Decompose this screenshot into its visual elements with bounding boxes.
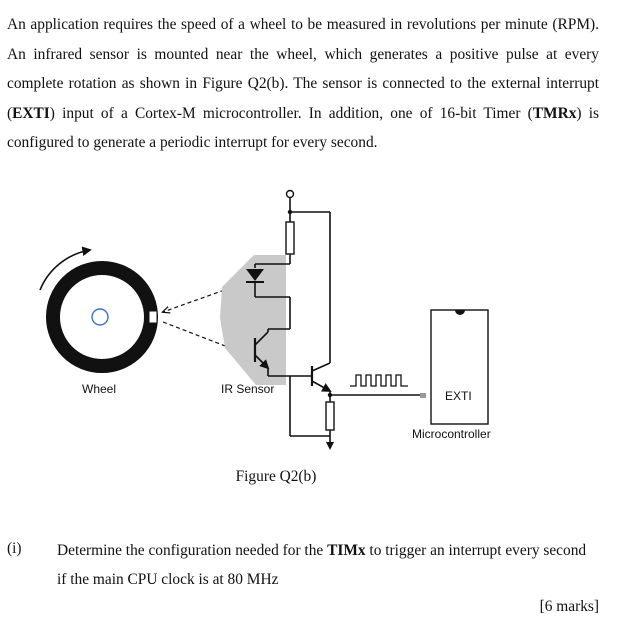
intro-text-part2: ) input of a Cortex-M microcontroller. I…: [49, 104, 533, 122]
microcontroller-label: Microcontroller: [412, 427, 491, 441]
tmrx-term: TMRx: [532, 104, 577, 122]
resistor-bottom: [325, 401, 335, 431]
question-text: Determine the configuration needed for t…: [57, 536, 599, 594]
pulse-waveform: [350, 374, 408, 387]
wheel-hub: [91, 308, 109, 326]
figure-caption: Figure Q2(b): [235, 468, 317, 485]
question-text-part2: to trigger an interrupt every second if …: [57, 542, 587, 588]
resistor-top: [285, 221, 295, 255]
ground-arrow: [326, 442, 334, 450]
intro-text-part1: An application requires the speed of a w…: [7, 16, 599, 122]
microcontroller: EXTI Microcontroller: [412, 309, 491, 441]
wheel-diagram: Wheel: [39, 246, 158, 396]
led-symbol: [246, 269, 264, 281]
rotation-arrow: [39, 246, 92, 291]
timx-term: TIMx: [327, 542, 366, 559]
wheel-label: Wheel: [82, 382, 116, 396]
circuit-wiring: [268, 189, 426, 450]
microcontroller-chip: [430, 309, 489, 425]
exti-pin-label: EXTI: [445, 389, 472, 403]
exti-term: EXTI: [12, 104, 50, 122]
question-text-part1: Determine the configuration needed for t…: [57, 542, 328, 559]
question-number: (i): [7, 540, 22, 557]
vcc-terminal: [285, 189, 295, 199]
intro-text-part3: ) is configured to generate a periodic i…: [7, 104, 599, 152]
ir-sensor-body: [220, 255, 286, 385]
ir-sensor-label: IR Sensor: [221, 382, 274, 396]
ir-beam-receive: [162, 321, 246, 354]
wheel-marker: [148, 310, 158, 324]
circuit-figure: Wheel IR Sensor: [39, 189, 491, 450]
intro-paragraph: An application requires the speed of a w…: [7, 10, 599, 158]
ir-sensor: IR Sensor: [220, 255, 290, 396]
marks-label: [6 marks]: [539, 598, 599, 615]
